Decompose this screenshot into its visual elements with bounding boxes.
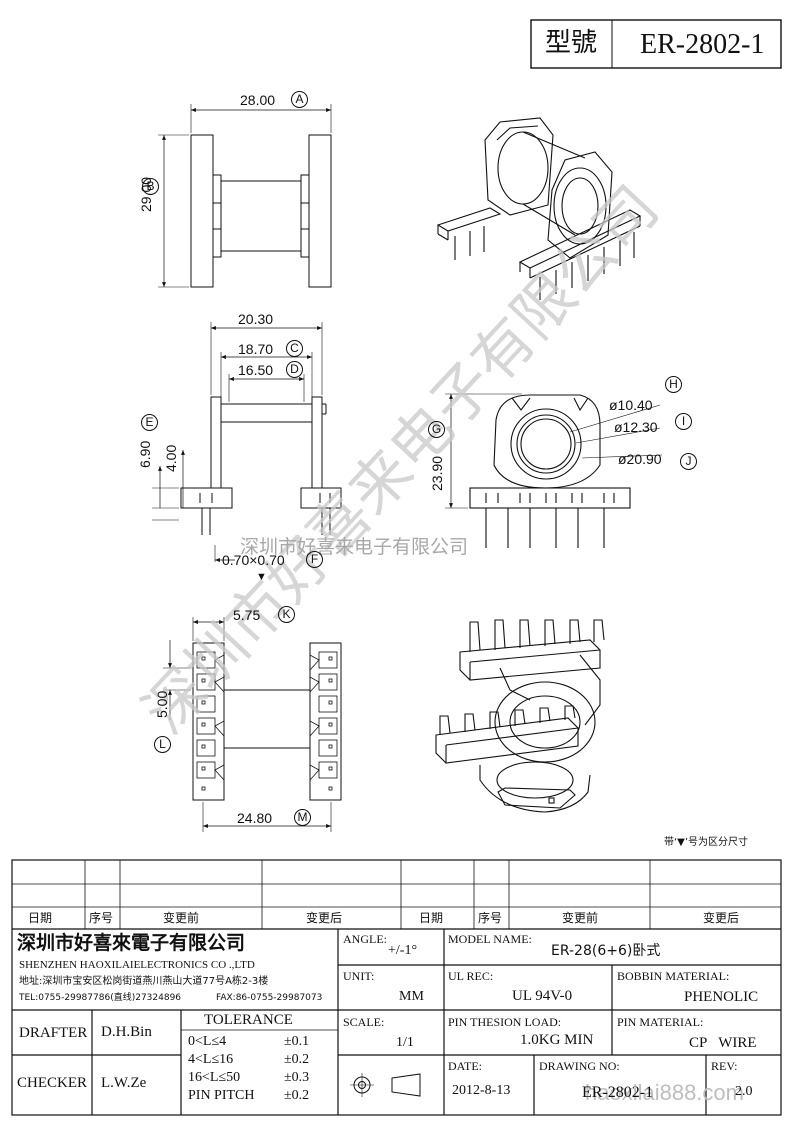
rev-header-date-2: 日期 bbox=[419, 911, 444, 925]
date-label: DATE: bbox=[448, 1059, 482, 1073]
dim-f-tag: F bbox=[306, 551, 323, 568]
isometric-view-bottom bbox=[435, 619, 605, 813]
drawing-no-value: ER-2802-1 bbox=[582, 1084, 654, 1101]
dim-f-value: 0.70×0.70 bbox=[222, 552, 285, 568]
drawing-no-label: DRAWING NO: bbox=[539, 1059, 620, 1073]
scale-label: SCALE: bbox=[343, 1015, 385, 1029]
unit-label: UNIT: bbox=[343, 969, 375, 983]
dim-c-value: 18.70 bbox=[238, 341, 274, 357]
dimension-note: 带‘▼’号为区分尺寸 bbox=[664, 837, 749, 848]
dim-e-tag: E bbox=[141, 414, 158, 431]
watermark-center: 深圳市好喜来电子有限公司 bbox=[240, 537, 469, 558]
bobbin-material-label: BOBBIN MATERIAL: bbox=[617, 969, 730, 983]
dim-h-value: ø10.40 bbox=[609, 397, 653, 413]
dim-j-tag: J bbox=[680, 453, 697, 470]
company-name-cn: 深圳市好喜來電子有限公司 bbox=[17, 932, 246, 954]
ul-rec-label: UL REC: bbox=[448, 969, 494, 983]
dim-i-value: ø12.30 bbox=[614, 419, 658, 435]
model-name-label: MODEL NAME: bbox=[448, 932, 532, 946]
company-tel: TEL:0755-29987786(直线)27324896 bbox=[19, 993, 182, 1003]
dim-e2-value: 4.00 bbox=[163, 444, 179, 472]
ul-rec-value: UL 94V-0 bbox=[512, 988, 573, 1004]
dim-l-value: 5.00 bbox=[154, 690, 170, 718]
tolerance-range-1: 0<L≤4 bbox=[188, 1034, 227, 1049]
company-address: 地址:深圳市宝安区松岗街道燕川燕山大道77号A栋2-3楼 bbox=[19, 976, 269, 987]
dim-e-value: 6.90 bbox=[137, 440, 153, 468]
bobbin-material-value: PHENOLIC bbox=[684, 989, 759, 1005]
dim-k-value: 5.75 bbox=[233, 607, 261, 623]
dim-c-tag: C bbox=[286, 340, 303, 357]
rev-header-seq-2: 序号 bbox=[478, 911, 503, 925]
tolerance-value-3: ±0.3 bbox=[284, 1070, 310, 1085]
dim-g-value: 23.90 bbox=[429, 455, 445, 491]
dim-b-tag: B bbox=[142, 178, 159, 195]
rev-header-seq-1: 序号 bbox=[89, 911, 114, 925]
rev-header-date-1: 日期 bbox=[28, 911, 53, 925]
top-view bbox=[158, 104, 332, 288]
angle-label: ANGLE: bbox=[343, 932, 387, 946]
header-box bbox=[530, 19, 782, 69]
dim-j-value: ø20.90 bbox=[618, 451, 662, 467]
rev-header-before-2: 变更前 bbox=[562, 911, 599, 925]
dim-d-tag: D bbox=[286, 361, 303, 378]
model-label: 型號 bbox=[545, 28, 598, 58]
dim-d-value: 16.50 bbox=[238, 362, 274, 378]
dim-a-value: 28.00 bbox=[240, 92, 276, 108]
tolerance-range-2: 4<L≤16 bbox=[188, 1052, 234, 1067]
bottom-view bbox=[163, 617, 342, 832]
tolerance-range-3: 16<L≤50 bbox=[188, 1070, 241, 1085]
tolerance-value-1: ±0.1 bbox=[284, 1034, 310, 1049]
rev-header-after-1: 变更后 bbox=[306, 911, 343, 925]
drafter-value: D.H.Bin bbox=[101, 1024, 152, 1040]
dim-g-tag: G bbox=[428, 421, 445, 438]
pin-load-value: 1.0KG MIN bbox=[520, 1032, 594, 1048]
drafter-label: DRAFTER bbox=[19, 1025, 88, 1041]
model-name-value: ER-28(6+6)卧式 bbox=[551, 943, 661, 959]
dim-k-tag: K bbox=[278, 606, 295, 623]
rev-value: 2.0 bbox=[735, 1084, 753, 1099]
dim-m-value: 24.80 bbox=[237, 810, 273, 826]
scale-value: 1/1 bbox=[396, 1035, 414, 1050]
company-fax: FAX:86-0755-29987073 bbox=[216, 993, 323, 1003]
title-block-lines bbox=[11, 859, 782, 1116]
tolerance-value-4: ±0.2 bbox=[284, 1088, 310, 1103]
company-name-en: SHENZHEN HAOXILAIELECTRONICS CO .,LTD bbox=[19, 959, 255, 971]
front-view bbox=[152, 322, 342, 562]
angle-value: +/-1° bbox=[388, 943, 418, 958]
rev-header-before-1: 变更前 bbox=[163, 911, 200, 925]
dim-total-width: 20.30 bbox=[238, 311, 274, 327]
tolerance-value-2: ±0.2 bbox=[284, 1052, 310, 1067]
rev-label: REV: bbox=[711, 1059, 738, 1073]
dim-a-tag: A bbox=[291, 91, 308, 108]
projection-symbol bbox=[350, 1073, 421, 1097]
dim-l-tag: L bbox=[154, 736, 171, 753]
isometric-view-top bbox=[436, 117, 642, 300]
unit-value: MM bbox=[399, 989, 424, 1004]
checker-label: CHECKER bbox=[17, 1075, 88, 1091]
dim-h-tag: H bbox=[665, 376, 682, 393]
watermark-url: haoxilai888.com bbox=[585, 1080, 744, 1105]
marker-triangle: ▼ bbox=[256, 571, 267, 583]
checker-value: L.W.Ze bbox=[101, 1075, 147, 1091]
model-value: ER-2802-1 bbox=[640, 29, 765, 60]
pin-material-label: PIN MATERIAL: bbox=[617, 1015, 704, 1029]
dim-i-tag: I bbox=[675, 413, 692, 430]
pin-material-value: CP WIRE bbox=[689, 1035, 757, 1051]
dim-m-tag: M bbox=[294, 809, 311, 826]
side-view bbox=[445, 393, 663, 548]
tolerance-title: TOLERANCE bbox=[204, 1012, 293, 1028]
pin-load-label: PIN THESION LOAD: bbox=[448, 1015, 562, 1029]
rev-header-after-2: 变更后 bbox=[703, 911, 740, 925]
date-value: 2012-8-13 bbox=[452, 1083, 511, 1098]
tolerance-range-4: PIN PITCH bbox=[188, 1088, 255, 1103]
